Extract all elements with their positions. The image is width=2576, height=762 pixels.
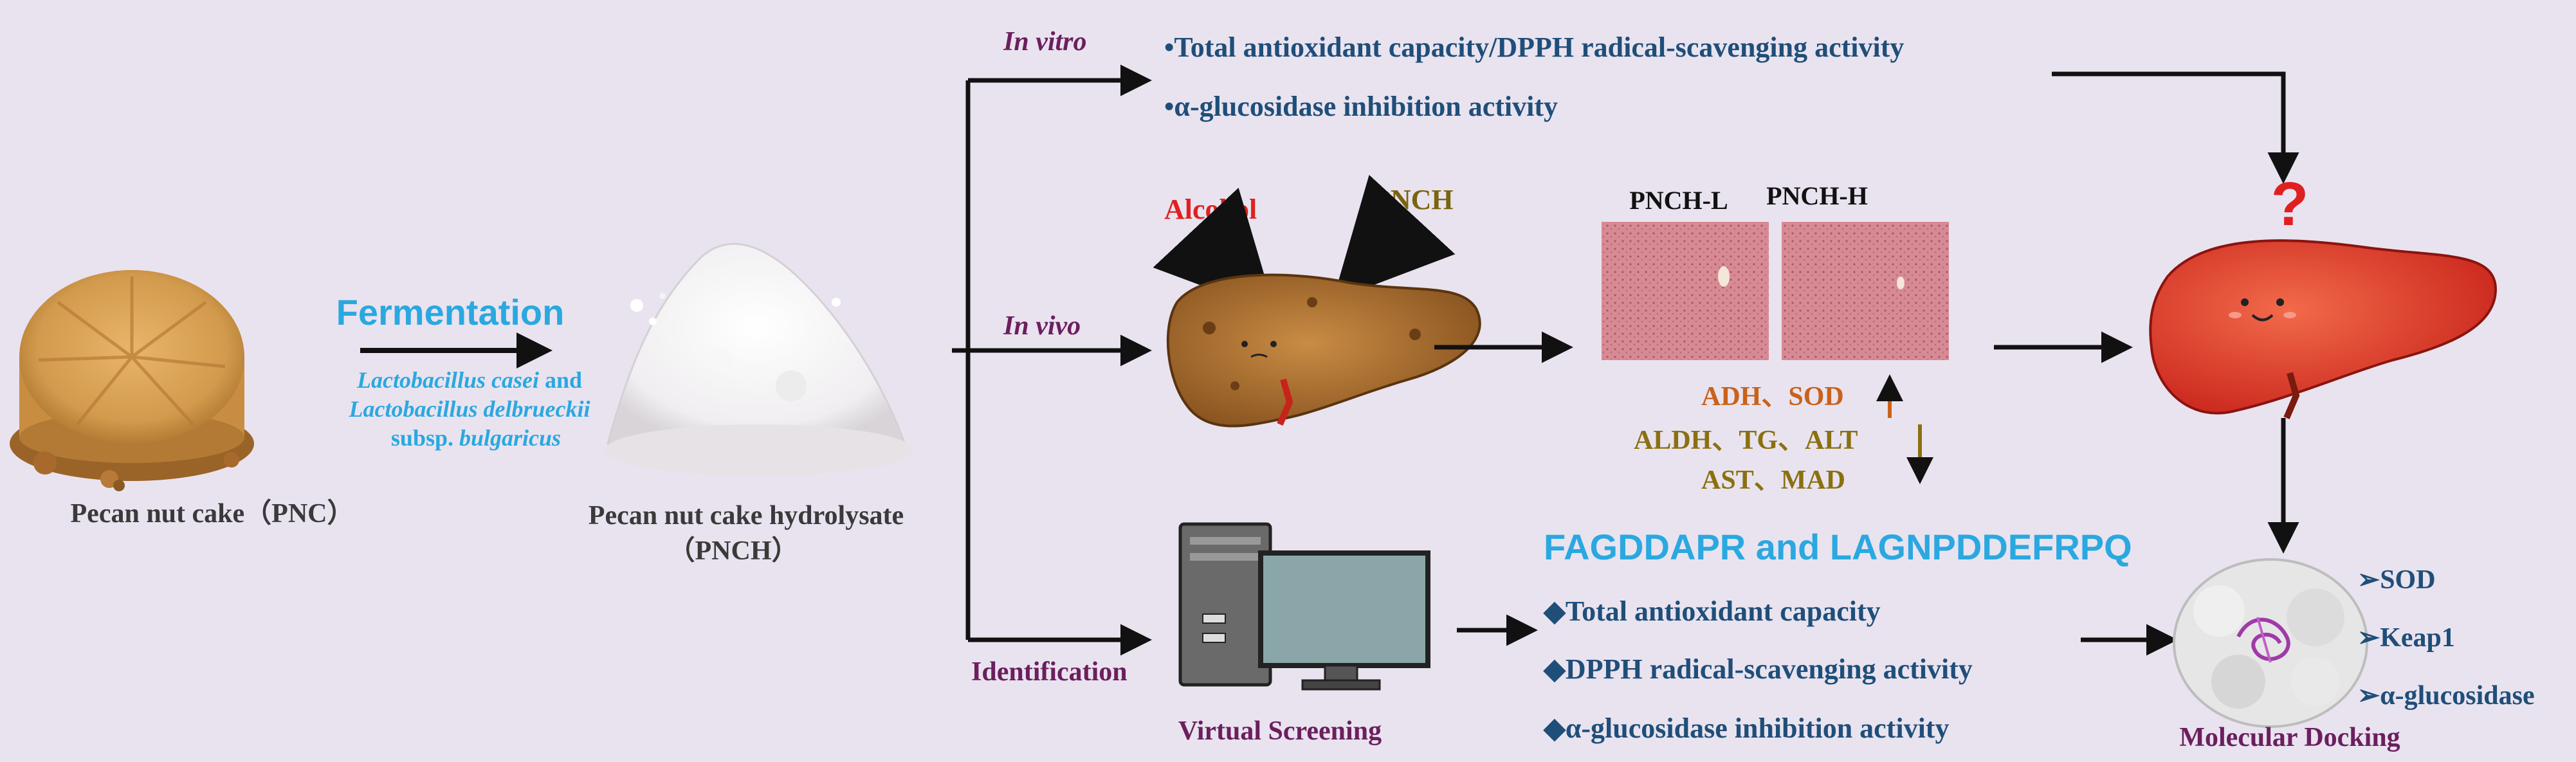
hydrolysate-label-1: Pecan nut cake hydrolysate xyxy=(589,501,904,531)
protein-structure-image xyxy=(2173,558,2368,728)
histology-low-label: PNCH-L xyxy=(1629,186,1728,215)
histology-high-label: PNCH-H xyxy=(1766,181,1868,210)
in-vitro-result-1: •Total antioxidant capacity/DPPH radical… xyxy=(1164,32,1904,63)
in-vitro-result-2: •α-glucosidase inhibition activity xyxy=(1164,91,1558,122)
docking-target-3: ➢α-glucosidase xyxy=(2357,681,2535,711)
question-mark-icon: ? xyxy=(2271,170,2309,239)
hydrolysate-powder-image xyxy=(605,242,913,476)
healthy-liver-icon xyxy=(2149,239,2498,419)
branch-in-vivo-label: In vivo xyxy=(1003,311,1081,341)
increased-markers: ADH、SOD xyxy=(1701,382,1844,412)
decreased-markers-1: ALDH、TG、ALT xyxy=(1634,426,1858,455)
computer-icon xyxy=(1178,522,1430,691)
docking-target-2: ➢Keap1 xyxy=(2357,623,2455,653)
alcohol-arrow xyxy=(1153,187,1276,314)
branch-in-vitro-label: In vitro xyxy=(1003,27,1087,57)
histology-image-high xyxy=(1782,222,1949,360)
virtual-screening-label: Virtual Screening xyxy=(1178,716,1382,746)
pecan-nut-cake-image xyxy=(10,270,254,491)
histology-image-low xyxy=(1602,222,1769,360)
in-vitro-to-outcome-arrow xyxy=(2052,71,2299,184)
branch-identification-label: Identification xyxy=(971,657,1128,687)
strain-line-3: subsp. bulgaricus xyxy=(391,425,561,451)
decreased-markers-2: AST、MAD xyxy=(1701,466,1845,495)
molecular-docking-label: Molecular Docking xyxy=(2179,723,2400,752)
damaged-liver-icon xyxy=(1166,273,1481,428)
strain-line-1: Lactobacillus casei and xyxy=(356,367,582,393)
activity-item-2: ◆DPPH radical-scavenging activity xyxy=(1543,653,1973,685)
strain-line-2: Lactobacillus delbrueckii xyxy=(349,396,590,422)
activity-item-3: ◆α-glucosidase inhibition activity xyxy=(1543,712,1949,744)
alcohol-label: Alcohol xyxy=(1164,194,1257,225)
hydrolysate-label-2: （PNCH） xyxy=(668,536,799,566)
raw-material-label: Pecan nut cake（PNC） xyxy=(71,498,354,529)
branch-connector xyxy=(952,64,1152,656)
pnch-label: PNCH xyxy=(1373,184,1454,215)
docking-target-1: ➢SOD xyxy=(2357,565,2436,595)
pnch-arrow xyxy=(1333,174,1456,301)
peptide-sequences: FAGDDAPR and LAGNPDDEFRPQ xyxy=(1544,527,2132,567)
activity-item-1: ◆Total antioxidant capacity xyxy=(1543,595,1881,627)
fermentation-title: Fermentation xyxy=(336,292,565,332)
